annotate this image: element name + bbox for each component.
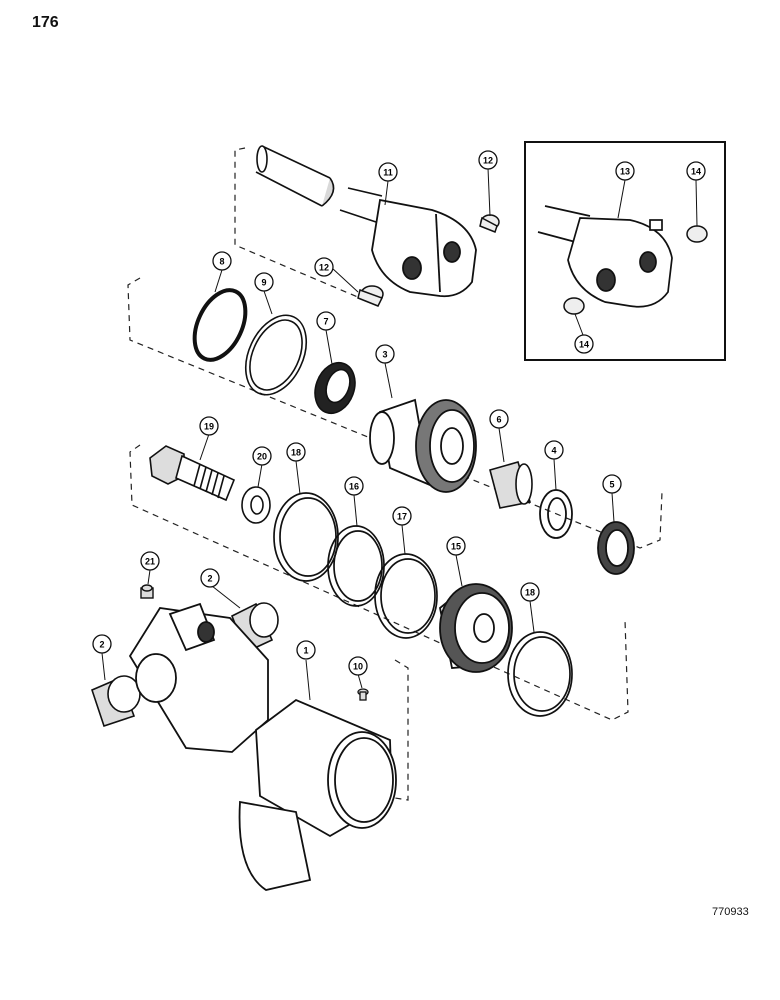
piston-rod — [255, 145, 383, 223]
svg-text:10: 10 — [353, 662, 363, 672]
wear-ring-lower — [507, 631, 573, 717]
svg-text:12: 12 — [483, 156, 493, 166]
page-number: 176 — [32, 14, 59, 31]
svg-text:1: 1 — [303, 646, 308, 656]
pivot-bushing-left — [91, 675, 141, 728]
inset-rod-clevis — [537, 205, 673, 308]
svg-text:6: 6 — [496, 415, 501, 425]
svg-text:17: 17 — [397, 512, 407, 522]
callout-11: 11 — [378, 162, 398, 182]
callout-4: 4 — [544, 440, 564, 460]
clevis-bushing-lower — [357, 285, 384, 307]
callout-6: 6 — [489, 409, 509, 429]
gland-bushing — [489, 461, 533, 509]
piston — [439, 583, 513, 673]
callout-16: 16 — [344, 476, 364, 496]
cylinder-tube — [128, 602, 397, 891]
svg-text:15: 15 — [451, 542, 461, 552]
callout-17: 17 — [392, 506, 412, 526]
svg-text:11: 11 — [383, 168, 393, 178]
callout-2-left: 2 — [92, 634, 112, 654]
svg-text:3: 3 — [382, 350, 387, 360]
leader-lines — [101, 167, 698, 701]
svg-text:21: 21 — [145, 557, 155, 567]
callout-20: 20 — [252, 446, 272, 466]
callouts: 1 2 2 3 4 5 6 7 8 9 10 11 12 12 13 14 14… — [92, 150, 706, 676]
inset-bushing-lower — [563, 297, 585, 315]
svg-text:14: 14 — [691, 167, 701, 177]
svg-text:8: 8 — [219, 257, 224, 267]
svg-text:5: 5 — [609, 480, 614, 490]
callout-1: 1 — [296, 640, 316, 660]
o-ring — [192, 288, 248, 362]
callout-14-upper: 14 — [686, 161, 706, 181]
piston-backup-ring — [374, 553, 438, 639]
rod-clevis — [371, 198, 477, 298]
piston-bolt — [149, 445, 236, 502]
inset-bushing-upper — [686, 225, 708, 243]
callout-19: 19 — [199, 416, 219, 436]
svg-text:20: 20 — [257, 452, 267, 462]
svg-text:7: 7 — [323, 317, 328, 327]
rod-group-outline — [234, 147, 361, 299]
clevis-bushing-upper — [479, 214, 500, 233]
callout-13: 13 — [615, 161, 635, 181]
svg-text:9: 9 — [261, 278, 266, 288]
gland-seal — [597, 521, 635, 575]
svg-text:19: 19 — [204, 422, 214, 432]
callout-18-lower: 18 — [520, 582, 540, 602]
svg-text:18: 18 — [525, 588, 535, 598]
callout-12-upper: 12 — [478, 150, 498, 170]
backup-ring — [244, 314, 308, 396]
bolt-washer — [241, 486, 271, 524]
rod-wiper — [314, 361, 356, 415]
svg-text:12: 12 — [319, 263, 329, 273]
svg-text:18: 18 — [291, 448, 301, 458]
svg-text:13: 13 — [620, 167, 630, 177]
callout-15: 15 — [446, 536, 466, 556]
inset-box — [524, 141, 726, 361]
callout-8: 8 — [212, 251, 232, 271]
callout-14-lower: 14 — [574, 334, 594, 354]
callout-3: 3 — [375, 344, 395, 364]
callout-18-upper: 18 — [286, 442, 306, 462]
svg-text:2: 2 — [207, 574, 212, 584]
callout-12-lower: 12 — [314, 257, 334, 277]
svg-text:16: 16 — [349, 482, 359, 492]
tube-group-outline — [394, 659, 409, 801]
callout-21: 21 — [140, 551, 160, 571]
svg-text:4: 4 — [551, 446, 556, 456]
callout-7: 7 — [316, 311, 336, 331]
callout-9: 9 — [254, 272, 274, 292]
callout-2-right: 2 — [200, 568, 220, 588]
bleed-screw — [357, 688, 369, 701]
svg-text:2: 2 — [99, 640, 104, 650]
grease-fitting — [140, 584, 154, 599]
svg-text:14: 14 — [579, 340, 589, 350]
callout-10: 10 — [348, 656, 368, 676]
callout-5: 5 — [602, 474, 622, 494]
cylinder-gland — [369, 398, 477, 493]
drawing-number: 770933 — [712, 906, 749, 918]
